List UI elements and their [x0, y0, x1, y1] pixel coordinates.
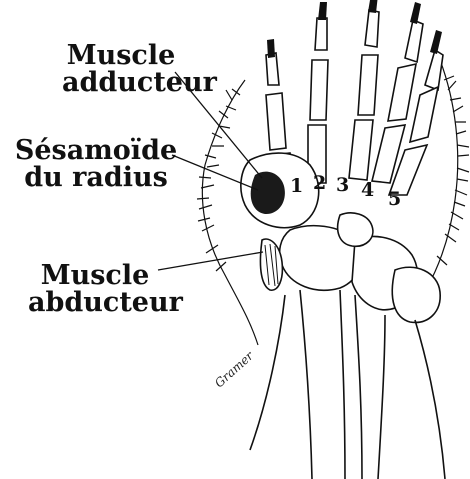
abductor-label-line2: abducteur: [28, 289, 162, 316]
abductor-label-line1: Muscle: [28, 262, 162, 289]
abductor-pointer: [158, 252, 263, 270]
abductor-label: Muscle abducteur: [28, 262, 162, 316]
adductor-label: Muscle adducteur: [62, 42, 180, 96]
digit-label-3: 3: [336, 176, 349, 195]
digit-label-5: 5: [388, 190, 401, 209]
sesamoid-label: Sésamoïde du radius: [8, 137, 184, 191]
digit-label-2: 2: [313, 174, 326, 193]
adductor-label-line2: adducteur: [62, 69, 180, 96]
digit-label-1: 1: [290, 177, 303, 196]
adductor-label-line1: Muscle: [62, 42, 180, 69]
sesamoid-label-line2: du radius: [8, 164, 184, 191]
digit-label-4: 4: [361, 181, 374, 200]
sesamoid-label-line1: Sésamoïde: [8, 137, 184, 164]
